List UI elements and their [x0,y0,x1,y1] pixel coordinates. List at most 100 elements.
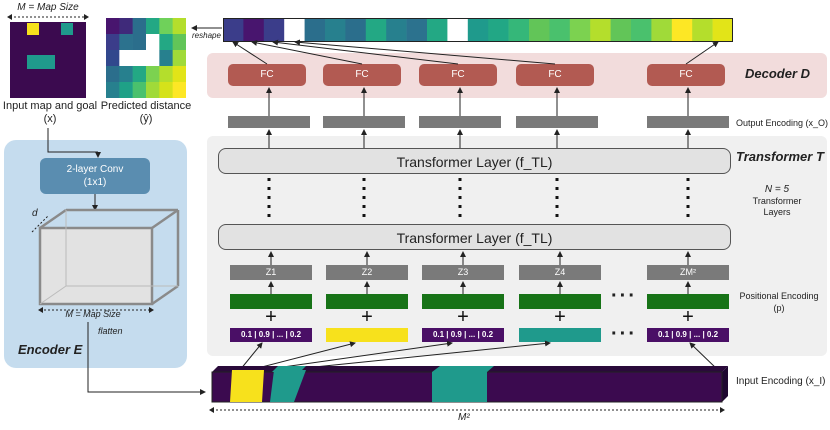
distance-cell [106,34,120,51]
output-encoding-bar [647,116,729,128]
output-encoding-bar [516,116,598,128]
distance-cell [172,18,186,35]
encoder-title: Encoder E [18,342,83,357]
input-map-caption: Input map and goal (x) [2,100,98,125]
strip-cell [365,19,387,41]
distance-cell [172,50,186,67]
z-token: Z2 [326,265,408,280]
fc-block: FC [516,64,594,86]
positional-encoding-bar [326,294,408,309]
input-encoding-label: Input Encoding (x_I) [736,376,826,387]
distance-cell [106,18,120,35]
positional-encoding-bar [519,294,601,309]
token-vector: 0.1 | 0.9 | ... | 0.2 [647,328,729,342]
distance-cell [132,34,147,51]
strip-cell [427,19,448,41]
strip-cell [549,19,571,41]
distance-cell [146,82,160,98]
output-distance-strip [223,18,733,42]
n-layers-caption: Transformer Layers [752,196,802,217]
positional-encoding-label: Positional Encoding (p) [739,291,819,313]
distance-cell [172,66,186,83]
map-size-label: M = Map Size [17,2,79,13]
distance-cell [172,82,186,98]
distance-cell [132,66,147,83]
output-encoding-label: Output Encoding (x_O) [736,118,829,128]
token-vector: 0.1 | 0.9 | ... | 0.2 [422,328,504,342]
distance-cell [146,50,160,67]
wall-cell [61,23,73,35]
plus-symbol: + [361,306,373,328]
strip-cell [610,19,632,41]
token-vector-wall [519,328,601,342]
distance-cell [159,34,173,51]
output-encoding-bar [419,116,501,128]
strip-cell [508,19,530,41]
strip-cell [243,19,265,41]
distance-cell [132,82,147,98]
predicted-caption: Predicted distance (ŷ) [100,100,192,125]
strip-cell [651,19,673,41]
strip-cell [284,19,305,41]
conv-block: 2-layer Conv (1x1) [40,158,150,194]
fc-block: FC [647,64,725,86]
plus-symbol: + [682,306,694,328]
strip-cell [671,19,693,41]
encoder-size-label: M = Map Size [65,309,121,319]
strip-border [223,18,733,42]
flatten-label: flatten [98,326,123,336]
distance-cell [106,50,120,67]
plus-symbol: + [265,306,277,328]
fc-block: FC [323,64,401,86]
strip-cell [263,19,285,41]
z-token: ZM² [647,265,729,280]
strip-cell [223,19,244,41]
plus-symbol: + [457,306,469,328]
strip-cell [467,19,489,41]
plus-symbol: + [554,306,566,328]
conv-label: 2-layer Conv [66,164,124,175]
distance-cell [106,66,120,83]
input-encoding-bar [211,366,728,403]
strip-cell [569,19,591,41]
strip-cell [386,19,407,41]
strip-cell [345,19,367,41]
positional-encoding-bar [422,294,504,309]
strip-cell [488,19,509,41]
output-encoding-bar [323,116,405,128]
strip-cell [631,19,652,41]
strip-cell [712,19,733,41]
token-vector-goal [326,328,408,342]
n-layers-value: N = 5 [764,184,790,195]
transformer-title: Transformer T [736,149,824,164]
transformer-layer-top: Transformer Layer (f_TL) [218,148,731,174]
transformer-layer-bottom: Transformer Layer (f_TL) [218,224,731,250]
decoder-title: Decoder D [745,66,811,81]
positional-encoding-bar [647,294,729,309]
ellipsis: ··· [611,323,637,345]
strip-cell [325,19,346,41]
token-vector: 0.1 | 0.9 | ... | 0.2 [230,328,312,342]
z-token: Z4 [519,265,601,280]
output-encoding-bar [228,116,310,128]
distance-cell [119,50,133,67]
strip-cell [590,19,611,41]
strip-cell [692,19,713,41]
strip-cell [406,19,428,41]
distance-cell [159,50,173,67]
input-map-svg [7,14,89,98]
m-squared-label: M² [458,412,470,423]
goal-cell [27,23,39,35]
distance-cell [119,34,133,51]
fc-block: FC [419,64,497,86]
distance-cell [119,66,133,83]
predicted-distance-grid [106,18,186,98]
distance-cell [132,18,147,35]
ellipsis: ··· [611,285,637,307]
strip-cell [529,19,550,41]
strip-cell [447,19,469,41]
distance-cell [159,66,173,83]
conv-kernel-label: (1x1) [83,177,107,188]
strip-cell [304,19,326,41]
distance-cell [146,66,160,83]
